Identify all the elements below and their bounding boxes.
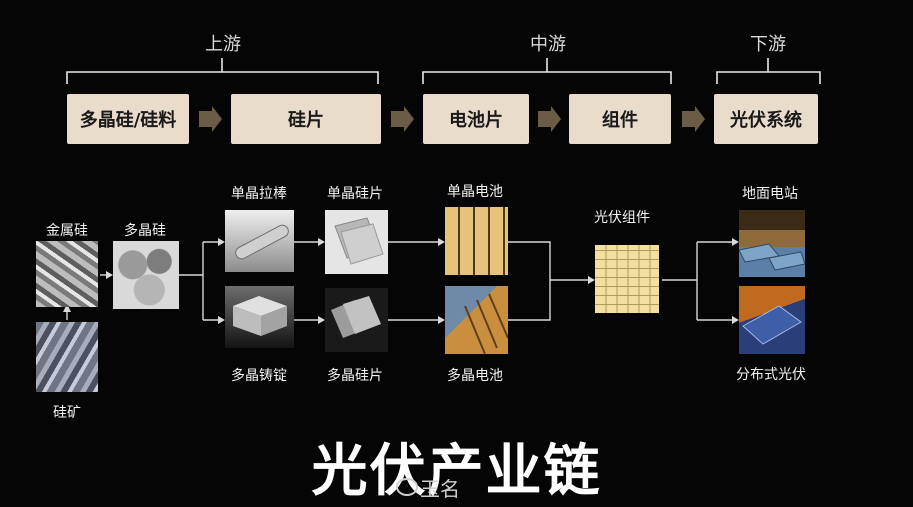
label-poly-cell: 多晶电池 — [447, 368, 503, 384]
stage-midstream: 中游 — [530, 34, 566, 55]
weibo-icon — [396, 478, 418, 496]
label-pv-module: 光伏组件 — [594, 210, 650, 226]
flow-box-module: 组件 — [569, 94, 671, 144]
label-distributed-pv: 分布式光伏 — [736, 367, 806, 383]
mono-rod-image — [225, 210, 294, 272]
pv-module-image — [595, 245, 659, 313]
midstream-bracket — [422, 58, 672, 84]
label-mono-rod: 单晶拉棒 — [231, 186, 287, 202]
label-polysilicon: 多晶硅 — [124, 223, 166, 239]
label-mono-wafer: 单晶硅片 — [327, 186, 383, 202]
label-ground-station: 地面电站 — [742, 186, 798, 202]
wafer-shape — [334, 217, 384, 265]
ingot-shape — [233, 296, 287, 336]
upstream-bracket — [66, 58, 379, 84]
module-grid — [605, 245, 651, 313]
rooftop-panels — [742, 305, 802, 345]
label-metal-silicon: 金属硅 — [46, 223, 88, 239]
metal-silicon-image — [36, 241, 98, 307]
poly-wafer-shape — [331, 296, 381, 338]
flow-box-cell: 电池片 — [423, 94, 529, 144]
page-title: 光伏产业链 — [311, 439, 602, 504]
flow-box-wafer: 硅片 — [231, 94, 381, 144]
flow-arrow-1 — [199, 106, 222, 132]
rod-shape — [235, 224, 289, 260]
flow-arrow-4 — [682, 106, 705, 132]
silicon-ore-image — [36, 322, 98, 392]
label-poly-wafer: 多晶硅片 — [327, 368, 383, 384]
poly-cell-lines — [464, 293, 508, 354]
stage-downstream: 下游 — [750, 34, 786, 55]
distributed-pv-image — [739, 286, 805, 354]
label-mono-cell: 单晶电池 — [447, 184, 503, 200]
flow-box-polysilicon: 多晶硅/硅料 — [67, 94, 189, 144]
flow-arrow-3 — [538, 106, 561, 132]
mono-wafer-image — [325, 210, 388, 274]
label-poly-ingot: 多晶铸锭 — [231, 368, 287, 384]
label-silicon-ore: 硅矿 — [53, 405, 81, 421]
poly-ingot-image — [225, 286, 294, 348]
watermark-text: 玉名 — [420, 477, 460, 501]
flow-arrows — [199, 106, 705, 132]
ground-station-image — [739, 210, 805, 277]
flow-box-pv-system: 光伏系统 — [714, 94, 818, 144]
polysilicon-image — [113, 241, 179, 309]
mono-cell-image — [445, 207, 508, 275]
poly-wafer-image — [325, 288, 388, 352]
poly-cell-image — [445, 286, 508, 354]
ground-panels — [739, 243, 805, 271]
flow-arrow-2 — [391, 106, 414, 132]
downstream-bracket — [716, 58, 821, 84]
stage-upstream: 上游 — [205, 34, 241, 55]
